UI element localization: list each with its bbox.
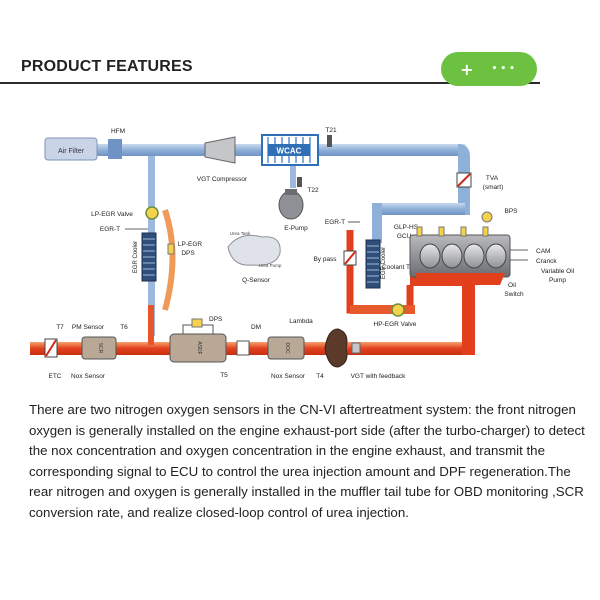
nox-sensor-left-label: Nox Sensor xyxy=(71,373,106,380)
by-pass-label: By pass xyxy=(313,256,337,263)
urea-tank xyxy=(227,234,281,266)
description-paragraph: There are two nitrogen oxygen sensors in… xyxy=(29,402,585,520)
vgt-compressor xyxy=(204,136,236,164)
tva-sub-label: (smart) xyxy=(483,184,504,191)
pm-sensor-label: PM Sensor xyxy=(72,324,105,331)
egr-cooler-left-label: EGR Cooler xyxy=(133,241,139,273)
intake-manifold-pipe xyxy=(375,203,465,215)
header-divider xyxy=(0,82,540,84)
variable-oil-label-2: Pump xyxy=(549,277,566,284)
expand-button[interactable]: + ••• xyxy=(441,52,537,86)
lp-egr-dps-label-1: LP-EGR xyxy=(178,241,203,248)
wcac-label: WCAC xyxy=(277,147,302,156)
oil-switch-label-2: Switch xyxy=(504,291,524,298)
doc-label: DOC xyxy=(284,342,290,354)
glp-hs-label-2: GCU xyxy=(397,233,412,240)
coolant-t-label: Coolant T xyxy=(382,264,410,271)
t4-label: T4 xyxy=(316,373,324,380)
cylinder-4 xyxy=(485,243,507,269)
nox-sensor-right-label: Nox Sensor xyxy=(271,373,306,380)
t21-sensor xyxy=(327,135,332,147)
dps-label: DPS xyxy=(209,316,223,323)
exhaust-manifold-shape xyxy=(415,273,505,285)
etc-label: ETC xyxy=(49,373,62,380)
q-sensor-label: Q-Sensor xyxy=(242,277,271,284)
lp-egr-loop-curve xyxy=(162,209,176,311)
exhaust-pipe-right-up xyxy=(462,280,475,355)
bps-label: BPS xyxy=(504,208,518,215)
lambda-label: Lambda xyxy=(289,318,313,325)
glp-hs-label-1: GLP-HS xyxy=(394,224,419,231)
section-title: PRODUCT FEATURES xyxy=(21,58,193,75)
t6-label: T6 xyxy=(120,324,128,331)
scr-unit xyxy=(81,336,117,360)
egr-t-right-label: EGR-T xyxy=(325,219,345,226)
air-filter xyxy=(44,137,98,161)
dps-sensor xyxy=(191,318,203,328)
dm-mixer xyxy=(236,340,250,356)
vgt-compressor-label: VGT Compressor xyxy=(197,176,248,183)
t22-label: T22 xyxy=(307,187,319,194)
urea-tank-label: Urea Tank xyxy=(230,231,251,236)
cam-label: CAM xyxy=(536,248,550,255)
variable-oil-label-1: Variable Oil xyxy=(541,268,575,275)
cylinder-2 xyxy=(441,243,463,269)
cylinder-3 xyxy=(463,243,485,269)
air-filter-label: Air Filter xyxy=(58,148,85,155)
lp-egr-dps-sensor xyxy=(167,243,175,255)
cylinder-1 xyxy=(419,243,441,269)
engine-system-diagram: Air Filter HFM VGT Compressor WCAC T21 T… xyxy=(30,127,575,380)
section-header: PRODUCT FEATURES + ••• xyxy=(0,44,600,94)
hp-egr-valve xyxy=(391,303,405,317)
dpf-label: ASDF xyxy=(196,341,202,354)
tva-label: TVA xyxy=(486,175,499,182)
bps-sensor xyxy=(481,211,493,223)
vgt-feedback-label: VGT with feedback xyxy=(351,373,407,380)
hfm-label: HFM xyxy=(111,128,125,135)
hp-egr-valve-label: HP-EGR Valve xyxy=(374,321,417,328)
lp-egr-dps-label-2: DPS xyxy=(181,250,195,257)
plus-icon: + xyxy=(460,59,474,79)
lp-egr-loop-left xyxy=(148,305,154,345)
t5-label: T5 xyxy=(220,372,228,379)
urea-pump-label: Urea Pump xyxy=(259,263,282,268)
cranck-label: Cranck xyxy=(536,258,557,265)
intake-manifold-down xyxy=(372,203,382,243)
wcac-pipe-down xyxy=(290,156,296,188)
t21-label: T21 xyxy=(325,127,337,134)
vgt-turbine xyxy=(324,328,348,368)
dm-label: DM xyxy=(251,324,261,331)
hp-egr-pipe-bottom xyxy=(350,305,415,314)
lp-egr-valve-label: LP-EGR Valve xyxy=(91,211,133,218)
t7-label: T7 xyxy=(56,324,64,331)
oil-switch-label-1: Oil xyxy=(508,282,517,289)
egr-cooler-right-label: EGR Cooler xyxy=(381,247,387,279)
e-pump xyxy=(278,190,304,220)
e-pump-label: E-Pump xyxy=(284,225,308,232)
hfm-sensor xyxy=(108,139,122,159)
exhaust-pipe-main xyxy=(30,342,475,355)
intake-pipe-top xyxy=(45,144,465,156)
scr-label: SCR xyxy=(97,343,103,354)
egr-t-left-label: EGR-T xyxy=(100,226,120,233)
doc-unit xyxy=(267,336,305,360)
more-icon: ••• xyxy=(491,64,518,74)
t22-sensor xyxy=(297,177,302,187)
lp-egr-valve xyxy=(145,206,159,220)
dpf-unit xyxy=(169,333,227,363)
